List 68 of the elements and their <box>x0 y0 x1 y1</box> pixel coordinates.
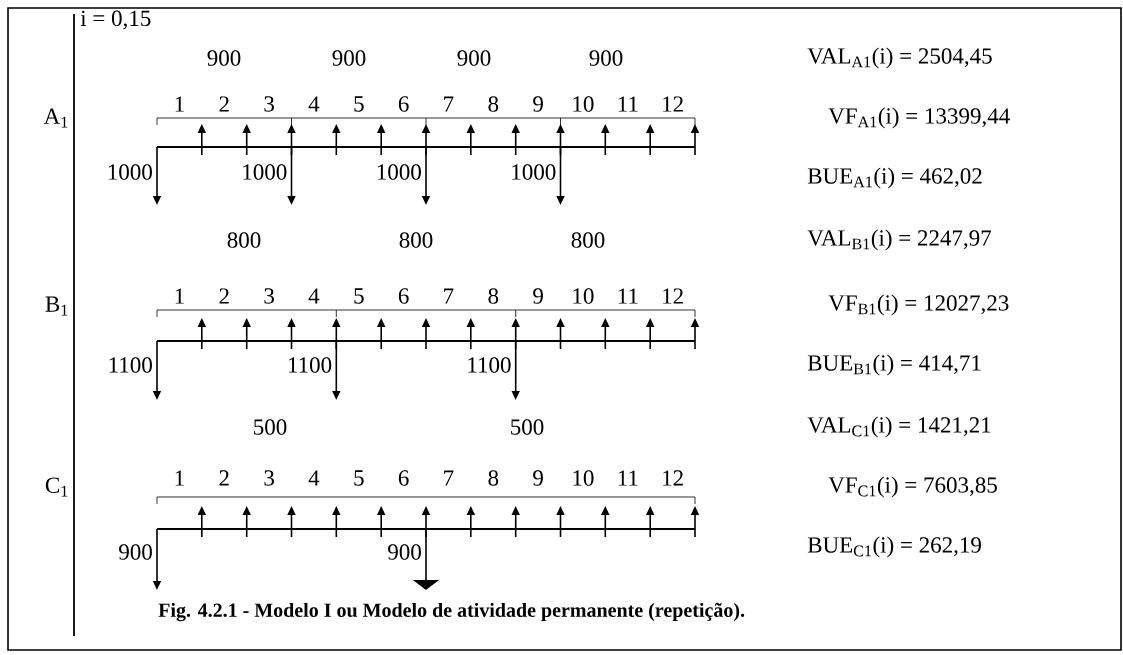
result-formula: BUE$_{B1}$(i) = 414,71 <box>807 354 981 376</box>
cash-flow-value: 1100 <box>468 357 511 373</box>
cash-flow-value: 500 <box>254 419 287 435</box>
period-number: 8 <box>488 96 499 112</box>
cash-flow-value: 800 <box>227 232 261 248</box>
caption: Fig. 4.2.1 - Modelo I ou Modelo de atividade permanente (repetição). <box>158 602 745 622</box>
result-formula: VAL$_{C1}$(i) = 1421,21 <box>807 416 991 438</box>
period-number: 2 <box>219 470 229 486</box>
period-number: 9 <box>533 288 543 304</box>
result-formula: VAL$_{A1}$(i) = 2504,45 <box>807 47 992 69</box>
period-number: 3 <box>264 470 274 486</box>
result-formula: BUE$_{C1}$(i) = 262,19 <box>807 536 981 558</box>
row-label: B$_{1}$ <box>45 296 68 316</box>
period-number: 5 <box>354 96 364 112</box>
result-formula: VF$_{B1}$(i) = 12027,23 <box>828 294 1009 316</box>
period-number: 9 <box>533 96 543 112</box>
period-number: 2 <box>219 96 229 112</box>
period-number: 11 <box>618 288 638 304</box>
period-number: 3 <box>264 96 274 112</box>
period-number: 10 <box>573 96 594 112</box>
result-formula: VAL$_{B1}$(i) = 2247,97 <box>807 229 992 251</box>
period-number: 4 <box>308 96 320 112</box>
cash-flow-value: 900 <box>119 544 152 560</box>
period-number: 12 <box>663 470 683 486</box>
interest-rate: i = 0,15 <box>80 10 151 30</box>
row-label: A$_{1}$ <box>43 108 68 128</box>
row-label: C$_{1}$ <box>45 477 68 497</box>
cash-flow-value: 1000 <box>243 164 287 180</box>
period-number: 9 <box>533 470 543 486</box>
result-formula: VF$_{C1}$(i) = 7603,85 <box>828 476 997 498</box>
period-number: 8 <box>488 470 499 486</box>
period-number: 1 <box>175 288 184 304</box>
period-number: 12 <box>663 288 683 304</box>
result-formula: VF$_{A1}$(i) = 13399,44 <box>828 107 1010 129</box>
cash-flow-value: 1100 <box>289 357 332 373</box>
period-number: 11 <box>618 96 638 112</box>
cash-flow-value: 900 <box>457 50 491 66</box>
cash-flow-value: 900 <box>332 50 366 66</box>
period-number: 4 <box>308 288 320 304</box>
period-number: 7 <box>444 96 454 112</box>
period-number: 6 <box>398 96 409 112</box>
cash-flow-value: 1000 <box>512 164 556 180</box>
cash-flow-value: 900 <box>388 544 421 560</box>
period-number: 7 <box>444 470 454 486</box>
period-number: 12 <box>663 96 683 112</box>
period-number: 1 <box>175 470 184 486</box>
cash-flow-value: 1000 <box>108 164 152 180</box>
cash-flow-value: 1000 <box>377 164 421 180</box>
period-number: 6 <box>398 288 409 304</box>
cash-flow-value: 800 <box>399 232 433 248</box>
period-number: 10 <box>573 470 594 486</box>
period-number: 10 <box>573 288 594 304</box>
period-number: 11 <box>618 470 638 486</box>
period-number: 6 <box>398 470 409 486</box>
period-number: 4 <box>308 470 320 486</box>
period-number: 8 <box>488 288 499 304</box>
period-number: 5 <box>354 288 364 304</box>
period-number: 1 <box>175 96 184 112</box>
cash-flow-value: 900 <box>207 50 241 66</box>
result-formula: BUE$_{A1}$(i) = 462,02 <box>807 167 982 189</box>
cash-flow-value: 1100 <box>109 357 152 373</box>
cash-flow-value: 900 <box>589 50 623 66</box>
period-number: 7 <box>444 288 454 304</box>
cash-flow-value: 800 <box>571 232 605 248</box>
period-number: 2 <box>219 288 229 304</box>
period-number: 3 <box>264 288 274 304</box>
cash-flow-value: 500 <box>511 419 544 435</box>
period-number: 5 <box>354 470 364 486</box>
